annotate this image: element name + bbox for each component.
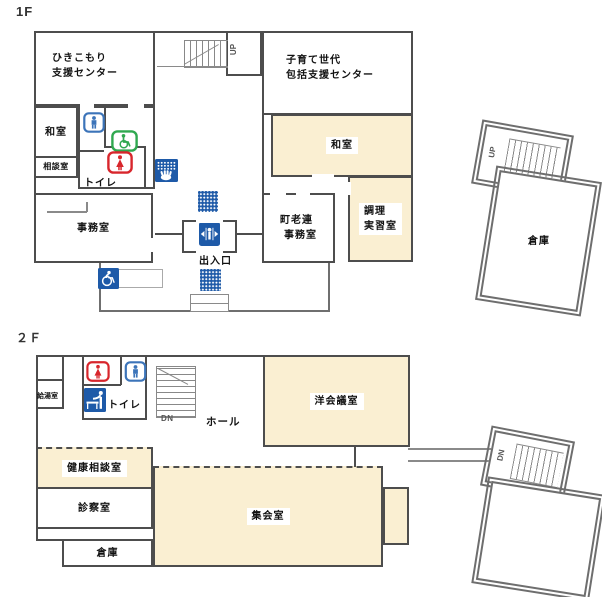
room-shinsatsushitsu: 診察室: [36, 487, 153, 529]
room-label: 事務室: [77, 222, 110, 234]
interior-partition: [84, 384, 121, 386]
interior-partition: [86, 202, 88, 212]
interior-partition: [120, 355, 122, 385]
annex-dn-label: DN: [495, 448, 507, 462]
wheelchair-ramp: [117, 269, 163, 288]
room-jimushitsu: 事務室: [34, 193, 153, 263]
stair-dn-label: DN: [161, 414, 174, 423]
step-line: [191, 303, 228, 304]
interior-partition: [144, 146, 146, 188]
automatic-door-icon: [199, 222, 220, 251]
small-room-2f: [36, 355, 64, 381]
room-chourouren-office: 町老連 事務室: [262, 193, 335, 263]
room-youkaigishitsu: 洋会議室: [263, 355, 410, 447]
wall-segment: [34, 177, 36, 195]
tactile-paving-icon: [198, 191, 218, 212]
corridor-wall: [408, 448, 497, 450]
wall-segment: [226, 74, 262, 76]
outer-wall: [36, 355, 410, 357]
entrance-label: 出入口: [199, 256, 232, 267]
door-gap: [312, 174, 334, 178]
room-label: 調理 実習室: [359, 203, 402, 235]
men-toilet-icon: [83, 112, 105, 138]
baby-changing-icon: [84, 388, 106, 417]
corridor-wall: [237, 233, 263, 235]
room-kosodate-support-center: 子育て世代 包括支援センター: [262, 31, 413, 115]
annex-room-2f: [471, 476, 602, 597]
room-label: ひきこもり 支援センター: [52, 53, 118, 79]
room-label: 倉庫: [527, 235, 550, 247]
room-hikikomori-support-center: ひきこもり 支援センター: [34, 31, 155, 106]
room-washitsu-left: 和室: [34, 106, 78, 158]
room-washitsu-right: 和室: [271, 114, 413, 177]
men-toilet-icon: [124, 361, 147, 387]
door-gap: [196, 250, 223, 255]
room-label: 診察室: [78, 502, 111, 514]
room-label: 倉庫: [96, 547, 119, 559]
room-bump-2f: [383, 487, 409, 545]
tactile-paving-icon: [200, 269, 221, 291]
floor1-title: 1F: [16, 4, 34, 19]
door-gap: [196, 218, 223, 223]
stair-base-line: [157, 66, 228, 67]
wall-segment: [354, 447, 356, 467]
braille-information-icon: [155, 159, 178, 187]
women-toilet-icon: [107, 151, 133, 179]
annex-up-label: UP: [486, 145, 498, 159]
door-gap: [128, 104, 144, 108]
room-souko-2f: 倉庫: [62, 539, 153, 567]
room-label: 和室: [45, 126, 67, 138]
interior-partition: [104, 106, 106, 148]
hall-label: ホール: [206, 416, 241, 428]
accessible-toilet-icon: [111, 130, 138, 157]
outer-wall: [36, 355, 38, 531]
wall-segment: [262, 114, 264, 195]
room-label: 相談室: [43, 162, 69, 171]
stair-up-label: UP: [229, 43, 239, 56]
stair-treads-2f: [156, 366, 196, 418]
room-kenkousoudanshitsu: 健康相談室: [36, 447, 153, 489]
stair-treads-1f: [184, 40, 228, 68]
room-label: 子育て世代 包括支援センター: [286, 55, 374, 81]
corridor-wall: [155, 233, 182, 235]
stair-treads: [509, 443, 564, 489]
outer-wall: [36, 539, 64, 541]
room-cooking-practice: 調理 実習室: [348, 176, 413, 262]
outer-wall: [36, 529, 38, 541]
entrance-steps: [190, 294, 229, 312]
door-gap: [346, 182, 351, 195]
floor2-title: ２Ｆ: [16, 331, 43, 345]
room-label: 給湯室: [37, 393, 58, 400]
toilet-label-2f: トイレ: [108, 400, 141, 411]
women-toilet-icon: [86, 361, 110, 387]
room-label: 洋会議室: [309, 392, 364, 410]
room-label: 健康相談室: [62, 459, 127, 477]
interior-partition: [47, 211, 87, 213]
corridor-wall: [408, 460, 495, 462]
room-kyutoushitsu: [36, 379, 64, 409]
door-gap: [270, 192, 286, 196]
wheelchair-ramp-icon: [98, 268, 119, 294]
interior-partition: [78, 150, 104, 152]
room-shuukaishitsu: 集会室: [153, 466, 383, 567]
room-label: 町老連 事務室: [280, 215, 317, 241]
door-gap: [151, 238, 155, 252]
room-label: 集会室: [246, 508, 290, 525]
entrance-vestibule: [182, 220, 237, 253]
room-label: 和室: [326, 137, 358, 154]
toilet-label-1f: トイレ: [84, 178, 117, 189]
annex-storage-1f: 倉庫: [474, 165, 602, 317]
door-gap: [296, 192, 310, 196]
door-gap: [80, 104, 94, 108]
room-soudanshitsu: 相談室: [34, 156, 78, 178]
